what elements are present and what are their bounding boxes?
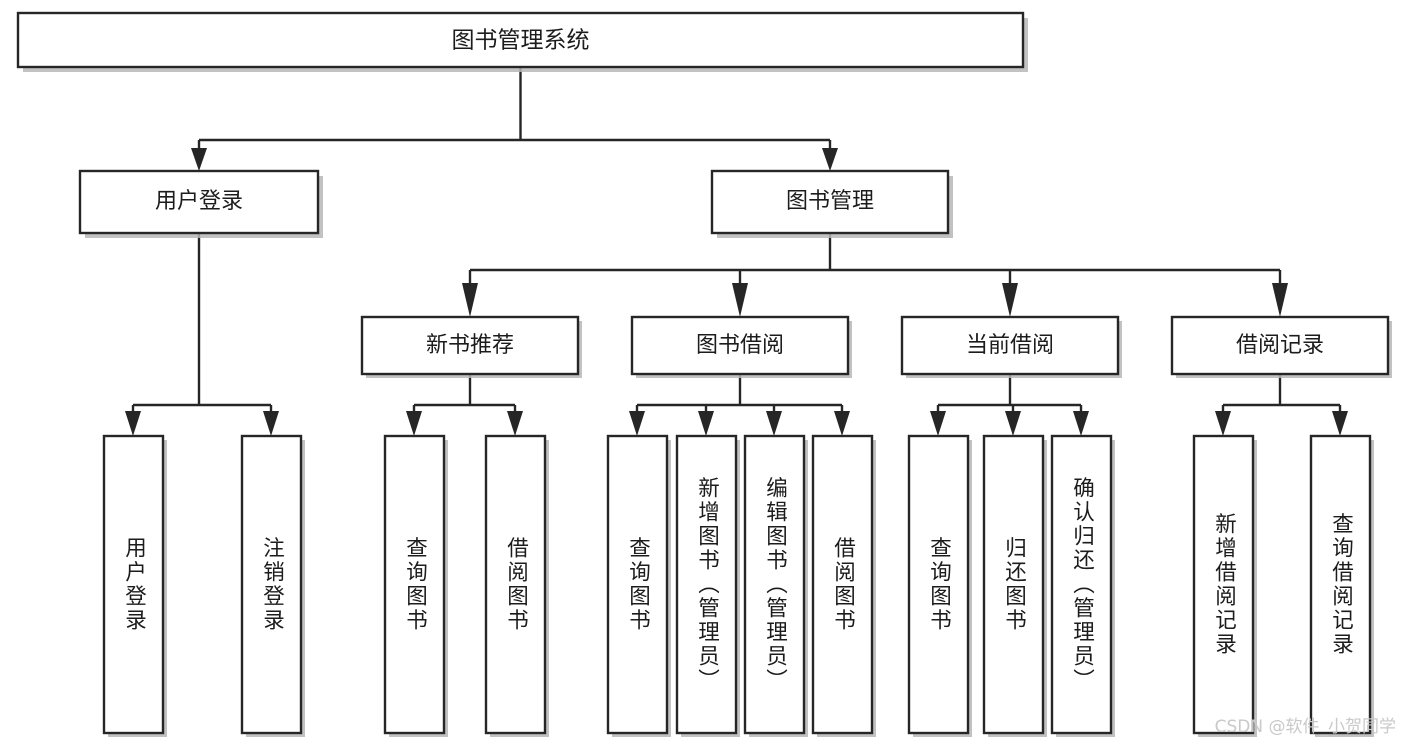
leaf-label: 借阅图书 [504,536,529,632]
borrow-record-label: 借阅记录 [1236,333,1324,358]
leaf-node[interactable]: 查询图书 [383,434,448,737]
leaf-node[interactable]: 新增借阅记录 [1192,434,1257,737]
book-manage-box[interactable] [710,169,950,235]
node-borrow-record[interactable]: 借阅记录 [1170,315,1392,378]
leaf-label: 查询图书 [403,536,428,632]
csdn-watermark: CSDN @软件_小贺同学 [1215,717,1396,737]
arrow-head-leaf-query-book-borrow [629,411,645,436]
arrow-head-book-borrow [732,283,748,317]
arrow-head-borrow-record [1272,283,1288,317]
leaf-node[interactable]: 注销登录 [240,434,305,737]
borrow-record-box[interactable] [1170,315,1390,376]
arrow-head-leaf-user-login [125,411,141,436]
leaf-label: 查询图书 [927,536,952,632]
leaf-box[interactable] [811,434,874,735]
leaf-label: 归还图书 [1002,536,1027,632]
root-box[interactable] [16,11,1025,69]
leaf-node[interactable]: 新增图书（管理员） [675,434,740,737]
node-book-borrow[interactable]: 图书借阅 [630,315,852,378]
leaf-box[interactable] [743,434,806,735]
arrow-head-user-login [191,148,207,171]
leaf-box[interactable] [484,434,547,735]
node-current-borrow[interactable]: 当前借阅 [900,315,1122,378]
leaf-node[interactable]: 查询图书 [907,434,972,737]
arrow-head-leaf-edit-book-admin [766,411,782,436]
arrow-head-leaf-borrow-book [834,411,850,436]
user-login-label: 用户登录 [155,189,243,214]
current-borrow-label: 当前借阅 [966,333,1054,358]
leaf-box[interactable] [102,434,165,735]
leaf-label: 新增图书（管理员） [695,476,720,692]
node-root[interactable]: 图书管理系统 [16,11,1028,72]
leaf-label: 查询借阅记录 [1329,512,1354,656]
arrow-head-leaf-query-book-recommend [406,411,422,436]
user-login-box[interactable] [78,169,320,235]
node-new-book-recommend[interactable]: 新书推荐 [360,315,582,378]
leaf-label: 新增借阅记录 [1212,512,1237,656]
node-book-manage[interactable]: 图书管理 [710,169,953,238]
arrow-head-leaf-add-book-admin [698,411,714,436]
arrow-head-book-manage [822,148,838,171]
new-book-recommend-label: 新书推荐 [426,333,514,358]
connector-layer [125,67,1348,436]
node-user-login[interactable]: 用户登录 [78,169,323,238]
leaf-box[interactable] [1192,434,1255,735]
leaf-box[interactable] [606,434,669,735]
arrow-head-leaf-add-borrow-record [1215,411,1231,436]
book-borrow-label: 图书借阅 [696,333,784,358]
leaf-label: 借阅图书 [831,536,856,632]
leaf-node[interactable]: 确认归还（管理员） [1050,434,1115,737]
leaf-label: 查询图书 [626,536,651,632]
arrow-head-leaf-confirm-return-admin [1073,411,1089,436]
leaf-box[interactable] [982,434,1045,735]
leaf-box[interactable] [383,434,446,735]
arrow-head-leaf-return-book [1005,411,1021,436]
leaf-label: 编辑图书（管理员） [763,476,788,692]
leaf-node[interactable]: 查询借阅记录 [1309,434,1374,737]
leaf-node[interactable]: 编辑图书（管理员） [743,434,808,737]
leaf-box[interactable] [1309,434,1372,735]
leaf-label: 确认归还（管理员） [1070,476,1095,692]
leaf-box[interactable] [907,434,970,735]
root-label: 图书管理系统 [452,28,590,54]
leaf-label: 用户登录 [122,537,147,633]
leaf-box[interactable] [240,434,303,735]
leaf-box[interactable] [675,434,738,735]
book-borrow-box[interactable] [630,315,850,376]
new-book-recommend-box[interactable] [360,315,580,376]
arrow-head-leaf-query-book-current [930,411,946,436]
arrow-head-new-book-recommend [462,283,478,317]
arrow-head-leaf-query-borrow-record [1332,411,1348,436]
leaf-label: 注销登录 [260,536,285,632]
leaf-node[interactable]: 借阅图书 [484,434,549,737]
leaf-node[interactable]: 归还图书 [982,434,1047,737]
leaf-node[interactable]: 用户登录 [102,434,167,737]
current-borrow-box[interactable] [900,315,1120,376]
arrow-head-leaf-borrow-book-recommend [507,411,523,436]
leaf-node[interactable]: 借阅图书 [811,434,876,737]
arrow-head-current-borrow [1002,283,1018,317]
leaf-node[interactable]: 查询图书 [606,434,671,737]
book-manage-label: 图书管理 [786,189,874,214]
leaf-box[interactable] [1050,434,1113,735]
arrow-head-leaf-user-logout [263,411,279,436]
